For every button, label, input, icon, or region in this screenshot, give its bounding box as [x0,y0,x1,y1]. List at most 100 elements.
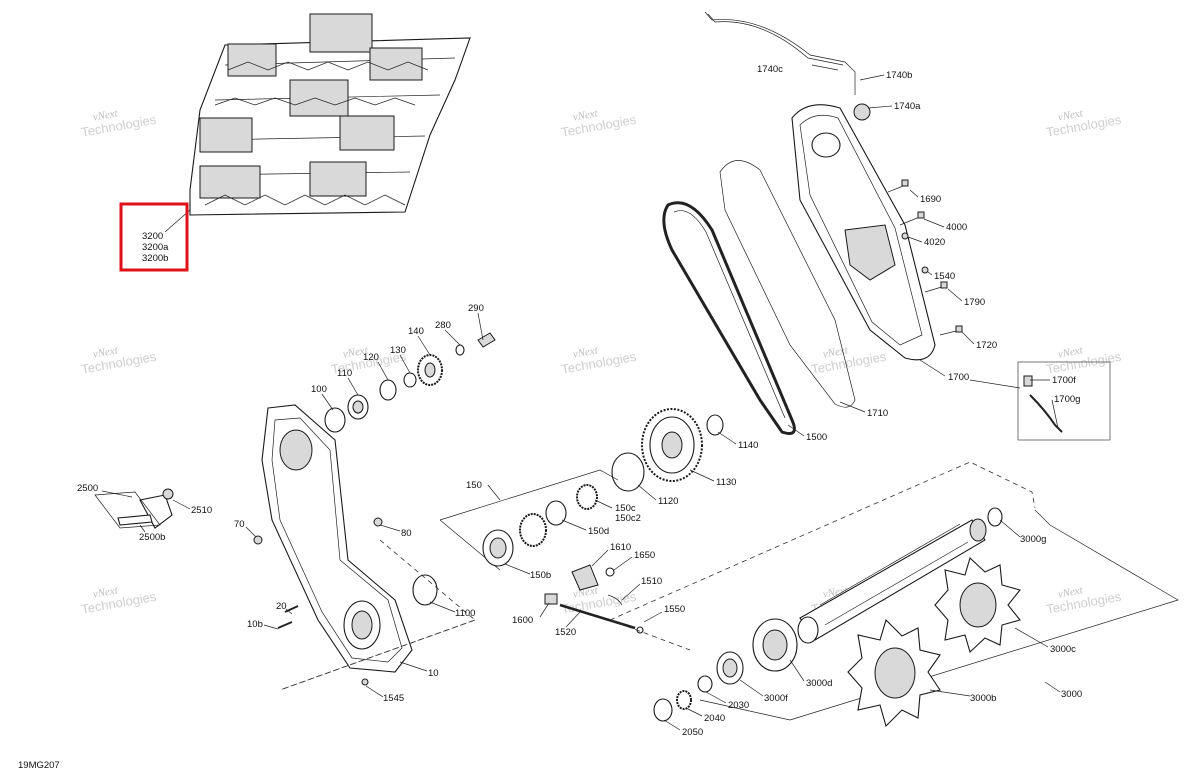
drive-sprocket-3000c [934,556,1021,654]
box-3000-right [789,509,1179,721]
label-1710[interactable]: 1710 [867,408,888,419]
pin-10b [277,621,293,629]
label-150b[interactable]: 150b [530,570,551,581]
label-120[interactable]: 120 [363,352,379,363]
label-1510[interactable]: 1510 [641,576,662,587]
label-1550[interactable]: 1550 [664,604,685,615]
needle-bearing-150 [519,513,547,547]
label-1520[interactable]: 1520 [555,627,576,638]
label-2500[interactable]: 2500 [77,483,98,494]
label-80[interactable]: 80 [401,528,412,539]
part-130 [403,372,417,388]
label-1120[interactable]: 1120 [658,496,678,507]
watermark-line1: vNext [1057,584,1085,600]
label-70[interactable]: 70 [234,519,245,530]
sprocket-2040 [676,690,692,710]
label-3200b[interactable]: 3200b [142,253,168,264]
part-1740c-hose [704,11,856,95]
label-1100[interactable]: 1100 [455,608,475,619]
label-130[interactable]: 130 [390,345,406,356]
label-1740a[interactable]: 1740a [894,101,921,112]
label-1690[interactable]: 1690 [920,194,941,205]
chain-inner [673,210,786,419]
track-lug [199,165,261,199]
callout-labels: 1740c 1740b 1740a 1690 4000 4020 1540 17… [77,64,1082,738]
watermark-line1: vNext [92,344,120,360]
label-140[interactable]: 140 [408,326,424,337]
label-10[interactable]: 10 [428,668,439,679]
spacer-2030 [697,675,713,693]
ring-2050 [653,698,673,722]
label-1500[interactable]: 1500 [806,432,827,443]
label-3000g[interactable]: 3000g [1020,534,1046,545]
label-1600[interactable]: 1600 [512,615,533,626]
tensioner-assembly [544,564,644,634]
label-1790[interactable]: 1790 [964,297,985,308]
label-3000f[interactable]: 3000f [764,693,788,704]
track-lug [339,115,395,151]
label-150c[interactable]: 150c [615,503,636,514]
label-150[interactable]: 150 [466,480,482,491]
plug-80 [373,517,383,527]
label-3000c[interactable]: 3000c [1050,644,1076,655]
label-1700f[interactable]: 1700f [1052,375,1076,386]
tensioner-1610 [571,564,599,591]
label-1700[interactable]: 1700 [948,372,969,383]
label-4000[interactable]: 4000 [946,222,967,233]
ring-1100 [412,574,438,606]
part-1700f [1023,375,1033,387]
label-1720[interactable]: 1720 [976,340,997,351]
label-4020[interactable]: 4020 [924,237,945,248]
label-3000b[interactable]: 3000b [970,693,996,704]
part-1740a [853,103,871,121]
label-110[interactable]: 110 [337,368,352,379]
label-1130[interactable]: 1130 [716,477,736,488]
track-lug [289,79,349,117]
housing-bore-upper [279,429,313,471]
label-150d[interactable]: 150d [588,526,609,537]
nut-2510 [162,488,174,500]
label-10b[interactable]: 10b [247,619,263,630]
track-treads [214,97,416,106]
label-20[interactable]: 20 [276,601,287,612]
watermark-line1: vNext [92,584,120,600]
watermark-line1: vNext [1057,344,1085,360]
label-2050[interactable]: 2050 [682,727,703,738]
tensioner-bracket [844,224,896,281]
watermark-line1: vNext [1057,107,1085,123]
label-100[interactable]: 100 [311,384,327,395]
label-2510[interactable]: 2510 [191,505,212,516]
track-lug [309,13,373,53]
label-1650[interactable]: 1650 [634,550,655,561]
bolt-290 [477,332,496,348]
label-2030[interactable]: 2030 [728,700,749,711]
cover-rim [799,114,923,346]
label-2040[interactable]: 2040 [704,713,725,724]
label-3200[interactable]: 3200 [142,231,163,242]
label-1740c[interactable]: 1740c [757,64,783,75]
label-1610[interactable]: 1610 [610,542,631,553]
label-1540[interactable]: 1540 [934,271,955,282]
dashed-shaft-left [609,619,691,651]
washer-280 [455,344,465,356]
ring-1130 [611,452,645,492]
label-290[interactable]: 290 [468,303,484,314]
label-150c2[interactable]: 150c2 [615,513,641,524]
label-3000d[interactable]: 3000d [806,678,832,689]
label-1545[interactable]: 1545 [383,693,404,704]
label-280[interactable]: 280 [435,320,451,331]
track-treads [227,61,429,71]
watermark-line1: vNext [342,344,370,360]
label-1700g[interactable]: 1700g [1054,394,1080,405]
label-1740b[interactable]: 1740b [886,70,912,81]
circlip-3000g [987,507,1003,527]
highlight-box-3200 [119,202,189,272]
label-2500b[interactable]: 2500b [139,532,165,543]
label-3000[interactable]: 3000 [1061,689,1082,700]
seal-100 [324,407,346,433]
label-1140[interactable]: 1140 [738,440,758,451]
label-3200a[interactable]: 3200a [142,242,169,253]
cover-hole-top [811,132,841,158]
bracket-outline [94,491,161,529]
